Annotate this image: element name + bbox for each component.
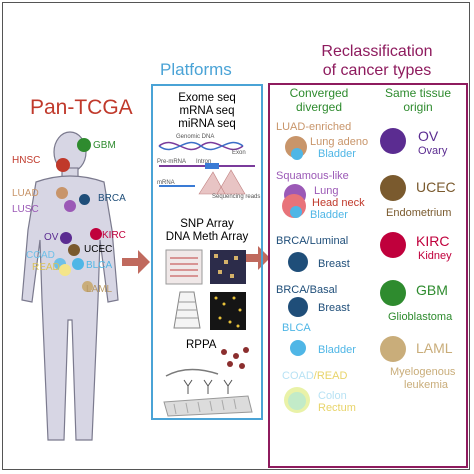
kirc-class-sub: Kidney [418, 250, 452, 262]
brca-label: BRCA [98, 193, 126, 204]
kirc-class-label: KIRC [416, 233, 450, 249]
ucec-class-sub: Endometrium [386, 207, 452, 219]
ucec-label: UCEC [84, 244, 113, 255]
squamous-dot-bladder [290, 206, 302, 218]
ov-label: OV [44, 232, 59, 243]
coad-read-sub-rectum: Rectum [318, 402, 356, 414]
converged-diverged-header: Converged diverged [274, 86, 364, 114]
coad-read-label: COAD/READ [282, 370, 347, 382]
rppa-diagram [163, 347, 253, 417]
blca-class-dot [290, 340, 306, 356]
hnsc-dot [56, 158, 70, 172]
converged-header-line1: Converged [289, 86, 349, 100]
blca-class-sub: Bladder [318, 344, 356, 356]
gbm-class-label: GBM [416, 282, 448, 298]
squamous-like-label: Squamous-like [276, 170, 349, 182]
ucec-class-dot [380, 175, 406, 201]
sequencing-diagram [158, 141, 255, 195]
ov-class-dot [380, 128, 406, 154]
luad-enriched-sub-bladder: Bladder [318, 148, 356, 160]
laml-class-sub1: Myelogenous [390, 366, 456, 378]
coad-read-label-read: /READ [313, 370, 348, 382]
gbm-class-dot [380, 280, 406, 306]
ov-dot [60, 232, 72, 244]
luad-label: LUAD [12, 188, 39, 199]
gbm-dot [77, 138, 91, 152]
read-label: READ [32, 262, 60, 273]
exon-label: Exon [232, 150, 246, 156]
blca-dot [72, 258, 84, 270]
array-images [165, 249, 246, 330]
luad-enriched-sub-lung: Lung adeno [310, 136, 369, 148]
same-tissue-header-line1: Same tissue [384, 86, 452, 100]
snp-array-label: SNP Array [180, 218, 234, 230]
reclassification-box [268, 83, 468, 468]
pan-tcga-title: Pan-TCGA [30, 96, 133, 119]
blca-class-label: BLCA [282, 322, 311, 334]
squamous-sub-lung: Lung [314, 185, 339, 197]
laml-class-sub2: leukemia [404, 379, 449, 391]
brca-luminal-sub: Breast [318, 258, 350, 270]
kirc-label: KIRC [102, 230, 126, 241]
ov-class-label: OV [418, 128, 439, 144]
platforms-box [151, 84, 263, 420]
kirc-dot [90, 228, 102, 240]
exome-seq-label: Exome seq [178, 92, 236, 104]
platforms-title: Platforms [160, 60, 232, 79]
gbm-class-sub: Glioblastoma [388, 311, 453, 323]
luad-enriched-label: LUAD-enriched [276, 121, 352, 133]
gbm-label: GBM [93, 140, 116, 151]
mirna-seq-label: miRNA seq [178, 118, 236, 130]
laml-label: LAML [86, 284, 113, 295]
kirc-class-dot [380, 232, 406, 258]
hnsc-label: HNSC [12, 155, 41, 166]
coad-read-sub-colon: Colon [318, 390, 347, 402]
figure-frame [2, 2, 470, 470]
ucec-class-label: UCEC [416, 179, 456, 195]
pre-mrna-label: Pre-mRNA [157, 159, 187, 165]
same-tissue-header-line2: origin [403, 100, 433, 114]
dna-meth-array-label: DNA Meth Array [165, 231, 249, 243]
coad-read-dot-colon [288, 392, 306, 410]
mrna-seq-label: mRNA seq [179, 105, 235, 117]
read-dot [59, 264, 71, 276]
laml-class-dot [380, 336, 406, 362]
reclassification-title-line1: Reclassification [321, 43, 433, 60]
brca-dot [79, 194, 90, 205]
reclassification-title: Reclassification of cancer types [282, 42, 472, 80]
arrow-to-reclassification [242, 246, 270, 270]
ucec-dot [68, 244, 80, 256]
brca-luminal-dot [288, 252, 308, 272]
squamous-sub-bladder: Bladder [310, 209, 348, 221]
brca-luminal-label: BRCA/Luminal [276, 235, 349, 247]
luad-enriched-dot-bladder [291, 148, 303, 160]
coad-read-label-coad: COAD [282, 370, 314, 382]
ov-class-sub: Ovary [418, 145, 448, 157]
brca-basal-sub: Breast [318, 302, 350, 314]
mrna-label: mRNA [157, 180, 175, 186]
rppa-label: RPPA [186, 339, 217, 351]
luad-dot [56, 187, 68, 199]
blca-label: BLCA [86, 260, 113, 271]
lusc-label: LUSC [12, 204, 39, 215]
reclassification-title-line2: of cancer types [322, 62, 432, 79]
brca-basal-label: BRCA/Basal [276, 284, 338, 296]
sequencing-reads-label: Sequencing reads [212, 194, 261, 200]
coad-label: COAD [26, 250, 55, 261]
laml-dot [82, 281, 93, 292]
intron-label: Intron [196, 159, 212, 165]
same-tissue-header: Same tissue origin [368, 86, 468, 114]
genomic-dna-label: Genomic DNA [176, 134, 215, 140]
converged-header-line2: diverged [295, 100, 343, 114]
brca-basal-dot [288, 297, 308, 317]
laml-class-label: LAML [416, 340, 453, 356]
arrow-to-platforms [122, 250, 150, 274]
lusc-dot [64, 200, 76, 212]
squamous-sub-head-neck: Head neck [312, 197, 365, 209]
